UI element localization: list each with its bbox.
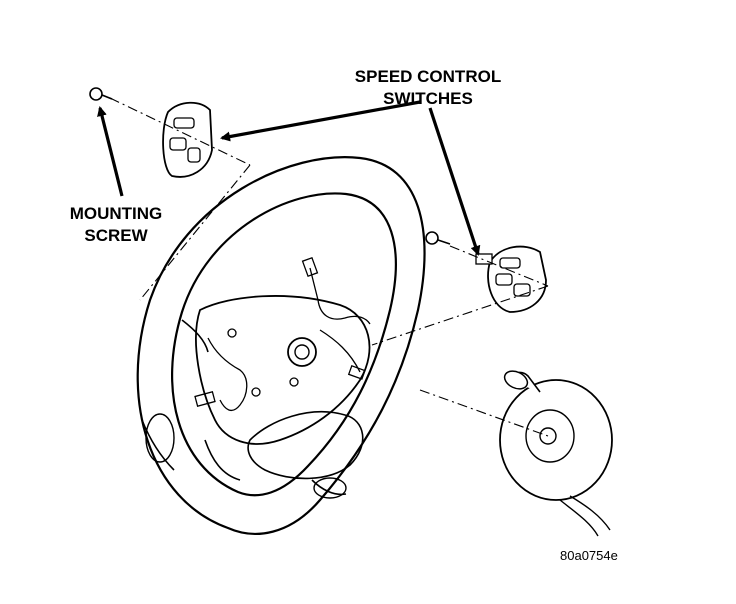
wire-connector-1 [194, 391, 216, 407]
label-speed-control-switches: SPEED CONTROL SWITCHES [330, 66, 526, 110]
label-mounting-screw: MOUNTING SCREW [46, 203, 186, 247]
label-speed-line-2: SWITCHES [383, 89, 473, 108]
arrow-to-mounting-screw [97, 106, 124, 197]
figure-id: 80a0754e [560, 548, 618, 563]
hub-bolt-2 [251, 387, 261, 397]
label-speed-line-1: SPEED CONTROL [354, 67, 502, 86]
wheel-rim-outer [136, 156, 426, 535]
clockspring-assembly [499, 370, 613, 537]
spoke-bottom-left [204, 439, 241, 481]
leader-arrows [97, 100, 481, 256]
hub-center-bore [294, 344, 310, 360]
arrow-to-left-switch [220, 100, 421, 142]
wire-connector-2 [301, 256, 319, 278]
wheel-rim-inner [171, 192, 397, 497]
speed-switch-left [162, 101, 213, 178]
wire-harness-right [319, 329, 361, 373]
steering-wheel [136, 156, 426, 535]
hub-center-ring [287, 337, 317, 367]
hub-bolt-3 [289, 377, 299, 387]
mounting-screw-right [425, 231, 451, 245]
rim-grip-pad-left [145, 413, 175, 463]
rim-grip-left [141, 419, 175, 471]
wheel-hub [195, 295, 371, 445]
spoke-left [181, 319, 209, 353]
arrow-to-right-switch [428, 107, 481, 256]
wire-harness-center [309, 267, 371, 325]
speed-switch-right [475, 245, 547, 313]
rim-grip-pad-right [313, 477, 347, 499]
mounting-screw-left [89, 87, 113, 101]
spoke-lower-hub [247, 411, 364, 480]
hub-bolt-1 [227, 328, 237, 338]
label-mount-line-1: MOUNTING [69, 204, 163, 223]
alignment-lines [109, 97, 549, 437]
label-mount-line-2: SCREW [84, 226, 148, 245]
wire-harness-left [207, 337, 248, 412]
wire-connector-3 [347, 365, 366, 380]
